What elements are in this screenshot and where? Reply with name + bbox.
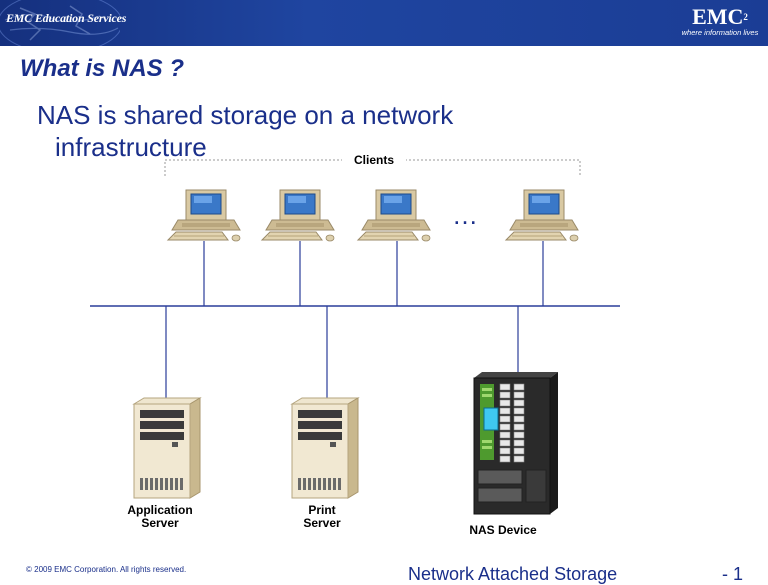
- client-pc-icon: [357, 189, 431, 242]
- more-clients-ellipsis: …: [452, 200, 480, 230]
- slide-title: What is NAS ?: [20, 55, 185, 82]
- client-pc-icon: [505, 189, 579, 242]
- course-title: Network Attached Storage: [408, 564, 618, 584]
- print-server-label-line1: Print: [308, 503, 336, 517]
- emc-tagline: where information lives: [681, 28, 759, 37]
- application-server-icon: [133, 397, 201, 499]
- emc-brand: EMC: [692, 4, 744, 29]
- print-server-icon: [291, 397, 359, 499]
- client-pc-icon: [167, 189, 241, 242]
- slide-bullet: NAS is shared storage on a network infra…: [37, 99, 507, 163]
- edu-services-logo: EMC Education Services: [6, 11, 127, 25]
- copyright-text: © 2009 EMC Corporation. All rights reser…: [26, 565, 187, 574]
- application-server-label: Application Server: [110, 504, 210, 530]
- emc-logo: EMC2 where information lives: [676, 6, 764, 38]
- emc-brand-sup: 2: [743, 12, 748, 22]
- bullet-line-2: infrastructure: [55, 132, 207, 162]
- print-server-label-line2: Server: [303, 516, 341, 530]
- app-server-label-line1: Application: [127, 503, 193, 517]
- bullet-line-1: NAS is shared storage on a network: [37, 100, 454, 130]
- nas-device-icon: [473, 372, 558, 515]
- globe-icon: [0, 0, 120, 46]
- client-pc-icon: [261, 189, 335, 242]
- header-banner: EMC Education Services EMC2 where inform…: [0, 0, 768, 46]
- clients-label: Clients: [342, 154, 406, 167]
- app-server-label-line2: Server: [141, 516, 179, 530]
- nas-device-label: NAS Device: [469, 523, 537, 537]
- clients-bracket: [164, 159, 581, 176]
- page-number: - 1: [722, 564, 744, 584]
- print-server-label: Print Server: [282, 504, 362, 530]
